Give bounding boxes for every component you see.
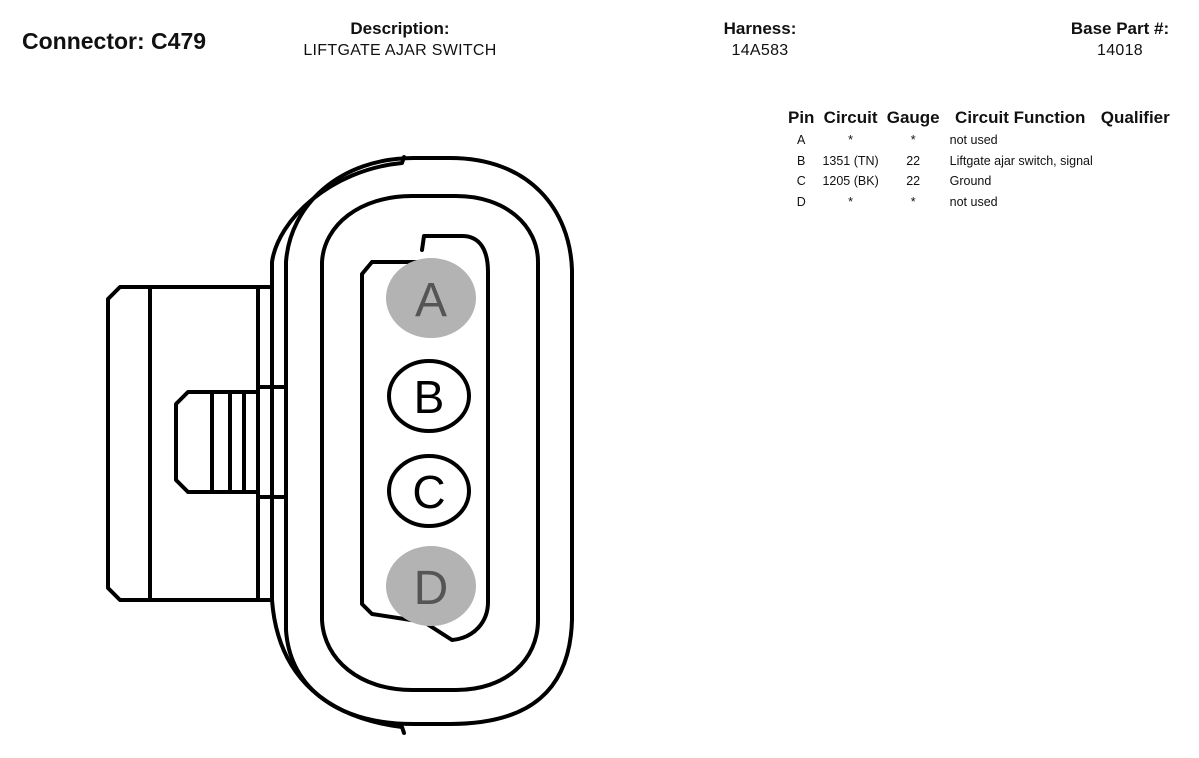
pin-cell: D (796, 194, 806, 209)
connector-tab (174, 390, 260, 494)
table-row: C 1205 (BK) 22 Ground (784, 171, 1174, 192)
description-label: Description: (350, 19, 450, 38)
gauge-cell: 22 (906, 153, 921, 168)
circuit-cell: * (848, 194, 854, 209)
pin-d-marker (386, 546, 476, 626)
table-row: A * * not used (784, 130, 1174, 151)
pin-b-label: B (414, 371, 445, 423)
connector-latch-body (106, 285, 274, 602)
pin-b-marker (387, 359, 471, 433)
header-gauge: Gauge (886, 108, 940, 127)
pin-a-label: A (415, 274, 447, 327)
function-cell: not used (949, 194, 998, 209)
circuit-cell: * (848, 133, 854, 148)
gauge-cell: * (910, 194, 916, 209)
function-cell: Ground (949, 174, 992, 189)
circuit-cell: 1351 (TN) (822, 153, 879, 168)
pin-cell: C (796, 174, 806, 189)
pin-a: A (386, 258, 476, 338)
header-qualifier: Qualifier (1100, 108, 1170, 127)
header-circuit-function: Circuit Function (955, 108, 1086, 127)
pin-cell: B (797, 153, 806, 168)
pin-c-label: C (412, 466, 445, 518)
gauge-cell: * (910, 133, 916, 148)
harness-value: 14A583 (731, 42, 789, 59)
harness-label: Harness: (723, 19, 797, 38)
base-part-label: Base Part #: (1070, 19, 1170, 38)
table-row: D * * not used (784, 192, 1174, 213)
pin-c: C (387, 454, 471, 528)
pin-a-marker (386, 258, 476, 338)
connector-housing-shell (284, 156, 574, 726)
pin-cell: A (797, 133, 806, 148)
description-value: LIFTGATE AJAR SWITCH (303, 42, 497, 59)
harness-block: Harness: 14A583 (700, 19, 820, 63)
pin-table-header-row: Pin Circuit Gauge Circuit Function Quali… (784, 106, 1174, 130)
description-block: Description: LIFTGATE AJAR SWITCH (288, 19, 512, 63)
circuit-cell: 1205 (BK) (822, 174, 879, 189)
function-cell: Liftgate ajar switch, signal (949, 153, 1093, 168)
base-part-value: 14018 (1097, 42, 1143, 59)
table-row: B 1351 (TN) 22 Liftgate ajar switch, sig… (784, 151, 1174, 172)
base-part-block: Base Part #: 14018 (1050, 19, 1190, 63)
header-circuit: Circuit (823, 108, 878, 127)
pin-b: B (387, 359, 471, 433)
pin-c-marker (387, 454, 471, 528)
connector-title: Connector: C479 (22, 28, 207, 54)
header-pin: Pin (788, 108, 815, 127)
pin-d-label: D (414, 562, 449, 615)
gauge-cell: 22 (906, 174, 921, 189)
pin-d: D (386, 546, 476, 626)
connector-inner-body (320, 194, 540, 692)
function-cell: not used (949, 133, 998, 148)
connector-housing-outer (270, 155, 406, 735)
pin-table: Pin Circuit Gauge Circuit Function Quali… (784, 106, 1174, 212)
